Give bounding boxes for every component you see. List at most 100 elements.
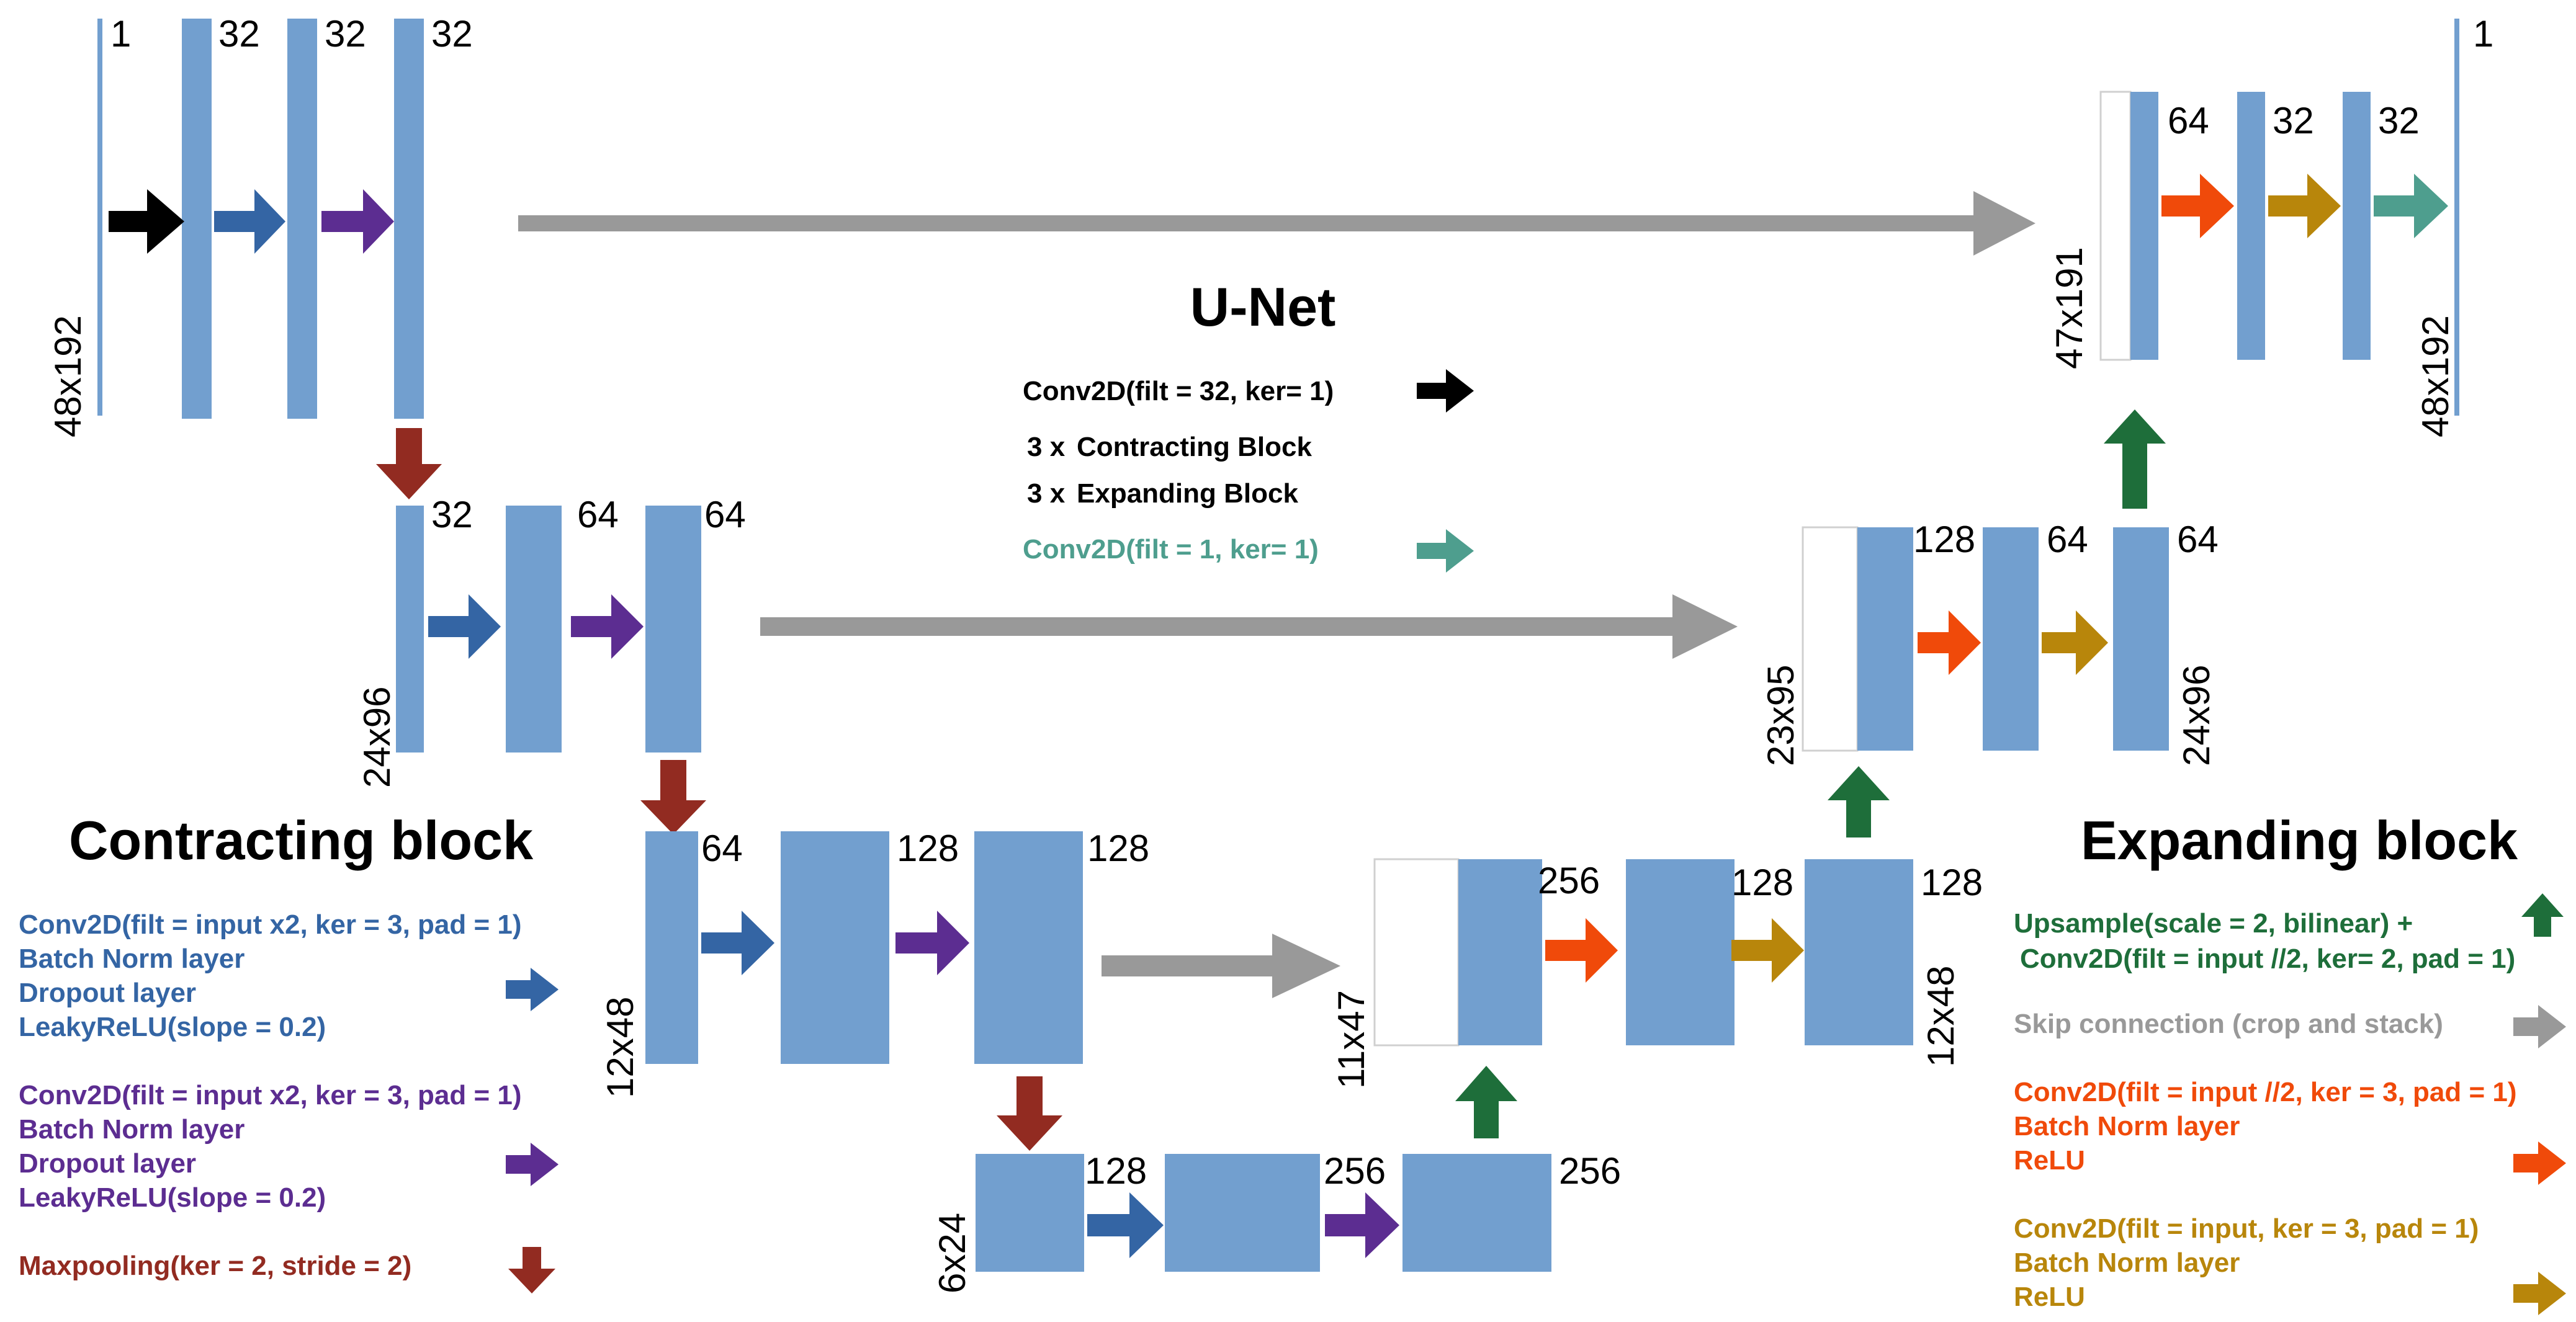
legend-gold-arrow: [2513, 1272, 2566, 1315]
arrow-dec3-orange: [1545, 918, 1618, 983]
enc2-size: 24x96: [356, 687, 398, 788]
contracting-blue-line-3: Dropout layer: [19, 978, 196, 1008]
enc3-conv-c: [974, 831, 1083, 1064]
enc1-a-channels: 32: [218, 13, 260, 55]
arrow-dec3-gold: [1731, 918, 1804, 983]
dec1-conv-c: [2343, 92, 2371, 360]
dec1-size: 48x192: [2415, 315, 2456, 437]
contracting-purple-line-4: LeakyReLU(slope = 0.2): [19, 1182, 326, 1213]
enc3-c-channels: 128: [1087, 828, 1149, 869]
overview-count-expanding: 3 x: [1027, 478, 1066, 509]
enc2-c-channels: 64: [704, 494, 746, 535]
dec3-b-channels: 128: [1731, 862, 1793, 903]
dec1-conv-b: [2237, 92, 2265, 360]
enc4-a-channels: 128: [1085, 1150, 1147, 1192]
arrow-up-3: [1828, 766, 1890, 837]
enc1-size: 48x192: [47, 315, 89, 437]
expanding-gold-line-3: ReLU: [2014, 1282, 2085, 1312]
expanding-skip: Skip connection (crop and stack): [2014, 1009, 2443, 1039]
dec2-a-channels: 128: [1913, 519, 1975, 560]
enc3-b-channels: 128: [897, 828, 959, 869]
arrow-enc4-purple: [1325, 1192, 1399, 1258]
contracting-heading: Contracting block: [69, 810, 534, 871]
skip-arrow-2: [760, 594, 1738, 659]
contracting-blue-line-2: Batch Norm layer: [19, 944, 245, 974]
dec3-up: [1458, 859, 1542, 1045]
legend-orange-arrow: [2513, 1141, 2566, 1185]
dec1-a-channels: 64: [2168, 100, 2209, 141]
overview-line-2: Contracting Block: [1077, 432, 1312, 462]
contracting-purple-line-3: Dropout layer: [19, 1148, 196, 1179]
enc4-size: 6x24: [931, 1213, 973, 1293]
enc2-b-channels: 64: [577, 494, 619, 535]
enc1-conv-a: [182, 19, 212, 419]
dec2-crop: [1802, 526, 1859, 752]
dec1-crop-size: 47x191: [2049, 247, 2090, 369]
dec2-conv-b: [1983, 527, 2039, 751]
dec3-crop: [1373, 858, 1460, 1047]
overview-teal-arrow: [1417, 529, 1474, 573]
arrow-enc2-purple: [571, 594, 644, 659]
arrow-dec1-gold: [2268, 174, 2341, 238]
enc4-conv-b: [1165, 1154, 1320, 1272]
overview-count-contracting: 3 x: [1027, 432, 1066, 462]
overview-line-3: Expanding Block: [1077, 478, 1298, 509]
legend-green-arrow: [2521, 893, 2564, 937]
arrow-up-4: [1455, 1066, 1517, 1138]
arrow-dec2-gold: [2042, 610, 2108, 675]
contracting-maxpool: Maxpooling(ker = 2, stride = 2): [19, 1251, 411, 1281]
expanding-upsample-line-1: Upsample(scale = 2, bilinear) +: [2014, 908, 2413, 939]
dec1-crop: [2099, 91, 2132, 361]
legend-maroon-arrow: [508, 1247, 555, 1293]
dec2-c-channels: 64: [2177, 519, 2219, 560]
expanding-gold-line-1: Conv2D(filt = input, ker = 3, pad = 1): [2014, 1213, 2479, 1244]
enc1-conv-b: [287, 19, 317, 419]
expanding-orange-line-2: Batch Norm layer: [2014, 1111, 2240, 1141]
input-layer: [97, 19, 102, 416]
expanding-upsample-line-2: Conv2D(filt = input //2, ker= 2, pad = 1…: [2020, 944, 2515, 974]
arrow-dec1-orange: [2161, 174, 2234, 238]
enc3-conv-a: [645, 831, 698, 1064]
legend-gray-arrow: [2513, 1005, 2566, 1048]
enc3-size: 12x48: [599, 997, 641, 1098]
contracting-purple-line-2: Batch Norm layer: [19, 1114, 245, 1145]
dec2-b-channels: 64: [2047, 519, 2088, 560]
enc3-a-channels: 64: [701, 828, 743, 869]
output-layer: [2454, 19, 2459, 416]
arrow-enc2-blue: [428, 594, 501, 659]
arrow-conv-in: [109, 189, 184, 254]
arrow-enc1-purple: [321, 189, 394, 254]
contracting-blue-line-1: Conv2D(filt = input x2, ker = 3, pad = 1…: [19, 909, 522, 940]
contracting-blue-line-4: LeakyReLU(slope = 0.2): [19, 1012, 326, 1042]
expanding-gold-line-2: Batch Norm layer: [2014, 1248, 2240, 1278]
enc1-c-channels: 32: [431, 13, 473, 55]
arrow-pool-2: [640, 760, 706, 834]
arrow-up-2: [2104, 409, 2166, 509]
dec3-a-channels: 256: [1538, 860, 1600, 901]
dec1-c-channels: 32: [2378, 100, 2420, 141]
input-channels: 1: [110, 13, 131, 55]
skip-arrow-1: [518, 191, 2035, 256]
arrow-enc3-purple: [895, 911, 969, 975]
arrow-conv-out: [2374, 174, 2448, 238]
diagram-title: U-Net: [1190, 276, 1336, 337]
arrow-enc3-blue: [701, 911, 774, 975]
overview-line-4: Conv2D(filt = 1, ker= 1): [1023, 534, 1319, 565]
enc4-c-channels: 256: [1559, 1150, 1621, 1192]
legend-blue-arrow: [506, 968, 559, 1011]
dec1-b-channels: 32: [2273, 100, 2314, 141]
legend-purple-arrow: [506, 1143, 559, 1186]
dec3-conv-c: [1805, 859, 1913, 1045]
dec3-size: 12x48: [1920, 966, 1962, 1067]
arrow-pool-1: [376, 428, 442, 499]
enc2-a-channels: 32: [431, 494, 473, 535]
expanding-heading: Expanding block: [2081, 810, 2518, 871]
expanding-orange-line-1: Conv2D(filt = input //2, ker = 3, pad = …: [2014, 1077, 2517, 1107]
arrow-pool-3: [997, 1076, 1062, 1151]
enc2-conv-c: [645, 506, 701, 753]
enc1-b-channels: 32: [325, 13, 366, 55]
dec2-size: 24x96: [2176, 665, 2217, 766]
dec3-c-channels: 128: [1921, 862, 1983, 903]
